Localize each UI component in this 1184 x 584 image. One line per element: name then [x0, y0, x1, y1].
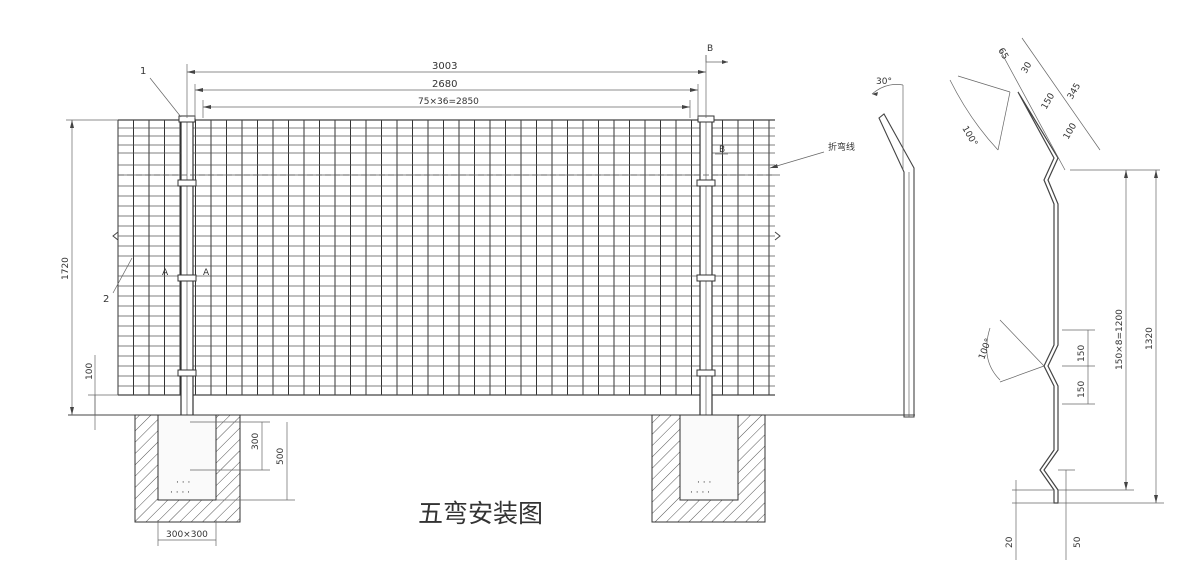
dim-height-label: 1720: [61, 257, 71, 280]
profile-total-label: 1320: [1145, 327, 1155, 350]
dim-bottom-gap-label: 100: [85, 363, 95, 380]
profile-65-label: 65: [995, 47, 1009, 62]
dimension-height: 1720: [61, 119, 118, 415]
profile-150a-label: 150: [1077, 345, 1087, 362]
profile-total-inner-label: 150×8=1200: [1115, 309, 1125, 370]
profile-angle-top-label: 100°: [959, 125, 979, 149]
side-angle-label: 30°: [876, 77, 892, 87]
fence-elevation: · · · · · · · · · · · · · · 3003: [61, 44, 915, 546]
profile-top-dims: 65 30 150 100 345: [995, 37, 1101, 171]
profile-30-label: 30: [1020, 60, 1035, 75]
profile-100-label: 100: [1062, 121, 1079, 141]
profile-150b-label: 150: [1077, 381, 1087, 398]
dimension-mesh: 75×36=2850: [202, 97, 691, 118]
drawing-title: 五弯安装图: [418, 499, 543, 528]
profile-right-dims: 150×8=1200 1320 150 150: [1058, 169, 1164, 504]
callout-part-1: 1: [140, 66, 182, 118]
profile-50-label: 50: [1073, 536, 1083, 548]
section-b-top: B: [707, 44, 713, 54]
dimension-bottom-gap: 100: [85, 355, 118, 430]
svg-text:· · · ·: · · · ·: [690, 488, 710, 498]
section-a-markers: A A: [162, 268, 210, 278]
callout-part-2: 2: [103, 257, 133, 305]
dim-footing-depth-label: 500: [276, 448, 286, 465]
dimension-3003: 3003: [186, 55, 707, 118]
side-section-view: 30°: [871, 77, 915, 418]
dimension-embed: 300: [190, 421, 270, 471]
svg-text:· · ·: · · ·: [697, 478, 711, 488]
post-clamps: [177, 179, 716, 377]
profile-view: 100° 65 30 150 100 345 100° 150×8=1200 1…: [949, 37, 1164, 560]
dimension-footing-depth: 500: [216, 422, 295, 501]
svg-text:· · ·: · · ·: [176, 478, 190, 488]
callout-bend-line: 折弯线: [769, 141, 855, 169]
profile-345-label: 345: [1066, 82, 1083, 102]
dim-embed-label: 300: [251, 433, 261, 450]
mesh-panel: [117, 119, 775, 396]
section-a-right: A: [203, 268, 210, 278]
section-a-left: A: [162, 268, 169, 278]
dimension-footing-size: 300×300: [157, 520, 217, 546]
dimension-2680: 2680: [194, 79, 699, 118]
callout-1-label: 1: [140, 66, 146, 77]
dim-mesh-label: 75×36=2850: [418, 97, 479, 107]
dim-footing-size-label: 300×300: [166, 530, 208, 540]
callout-2-label: 2: [103, 294, 109, 305]
bend-line-label: 折弯线: [828, 141, 855, 153]
section-b-markers: B B: [705, 44, 728, 155]
left-footing: · · · · · · ·: [134, 414, 241, 523]
section-b-side: B: [719, 145, 725, 155]
profile-angle-mid-label: 100°: [977, 337, 994, 361]
right-footing: · · · · · · ·: [651, 414, 766, 523]
profile-bottom-dims: 20 50: [1005, 469, 1083, 560]
profile-20-label: 20: [1005, 536, 1015, 548]
profile-150-label: 150: [1040, 91, 1057, 111]
svg-text:· · · ·: · · · ·: [170, 488, 190, 498]
dim-2680-label: 2680: [432, 79, 457, 90]
dim-3003-label: 3003: [432, 61, 457, 72]
